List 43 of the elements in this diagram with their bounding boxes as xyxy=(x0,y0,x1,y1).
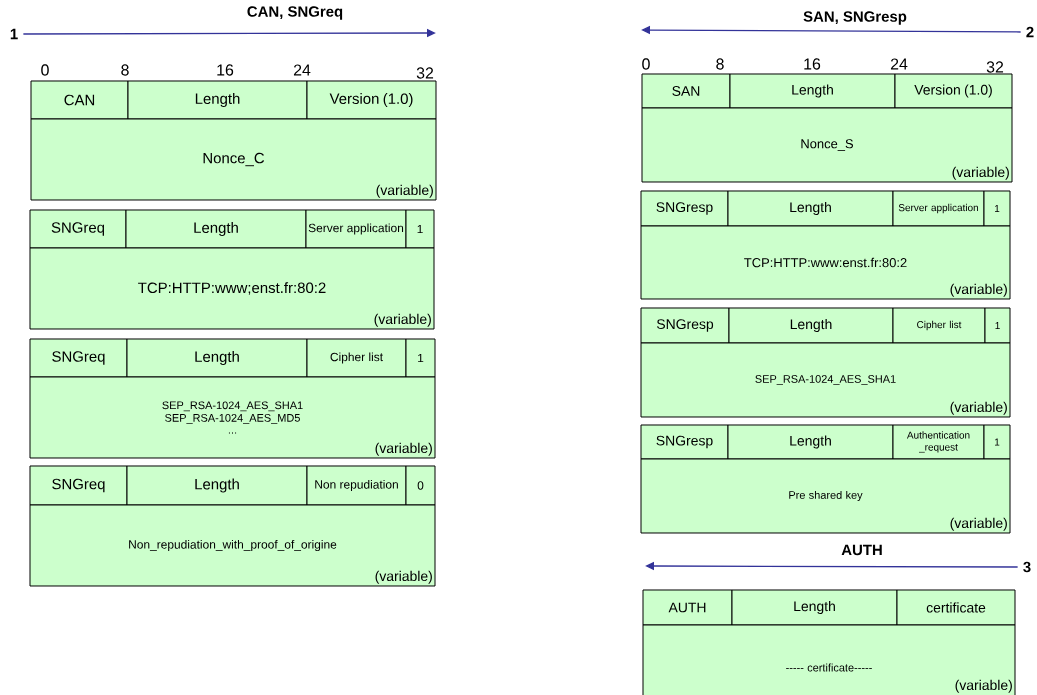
header-field: Version (1.0) xyxy=(894,73,1013,109)
header-field: Version (1.0) xyxy=(306,80,437,120)
header-field: AUTH xyxy=(642,589,733,626)
bit-position-label: 8 xyxy=(121,64,129,76)
header-field: SAN xyxy=(641,73,731,109)
bit-position-label: 24 xyxy=(293,64,311,76)
header-field: Length xyxy=(729,73,896,109)
header-field: Length xyxy=(127,80,308,120)
header-field: SNGreq xyxy=(29,465,128,506)
header-field: SNGreq xyxy=(29,338,128,378)
header-field: Length xyxy=(126,338,308,378)
header-field: Length xyxy=(727,424,894,460)
header-field: 1 xyxy=(405,338,436,378)
header-field: SNGresp xyxy=(640,424,729,460)
header-field: SNGresp xyxy=(640,307,730,344)
bit-position-label: 32 xyxy=(416,67,434,79)
header-field: Length xyxy=(728,307,894,344)
bit-position-label: 16 xyxy=(217,64,234,76)
header-field: Length xyxy=(126,465,308,506)
header-field: Length xyxy=(125,209,307,249)
edge-label: CAN, SNGreq xyxy=(247,6,343,20)
header-field: CAN xyxy=(30,80,129,120)
bit-position-label: 8 xyxy=(716,58,724,70)
bit-position-label: 0 xyxy=(642,58,650,70)
header-field: 0 xyxy=(405,465,436,506)
header-field: Length xyxy=(731,589,898,626)
step-number: 1 xyxy=(10,28,18,40)
step-number: 2 xyxy=(1026,26,1034,38)
edge-label: SAN, SNGresp xyxy=(803,11,907,25)
header-field: SNGreq xyxy=(29,209,127,249)
step-number: 3 xyxy=(1023,561,1031,573)
header-field: Length xyxy=(727,190,894,227)
header-field: 1 xyxy=(983,190,1011,227)
header-field: SNGresp xyxy=(640,190,729,227)
edge-label: AUTH xyxy=(841,544,882,556)
header-field: 1 xyxy=(984,307,1011,344)
bit-position-label: 24 xyxy=(890,58,908,70)
header-field: certificate xyxy=(896,589,1016,626)
bit-position-label: 16 xyxy=(804,58,821,70)
bit-position-label: 32 xyxy=(986,61,1004,73)
bit-position-label: 0 xyxy=(41,64,49,76)
header-field: 1 xyxy=(405,209,435,249)
header-field: 1 xyxy=(983,424,1011,460)
